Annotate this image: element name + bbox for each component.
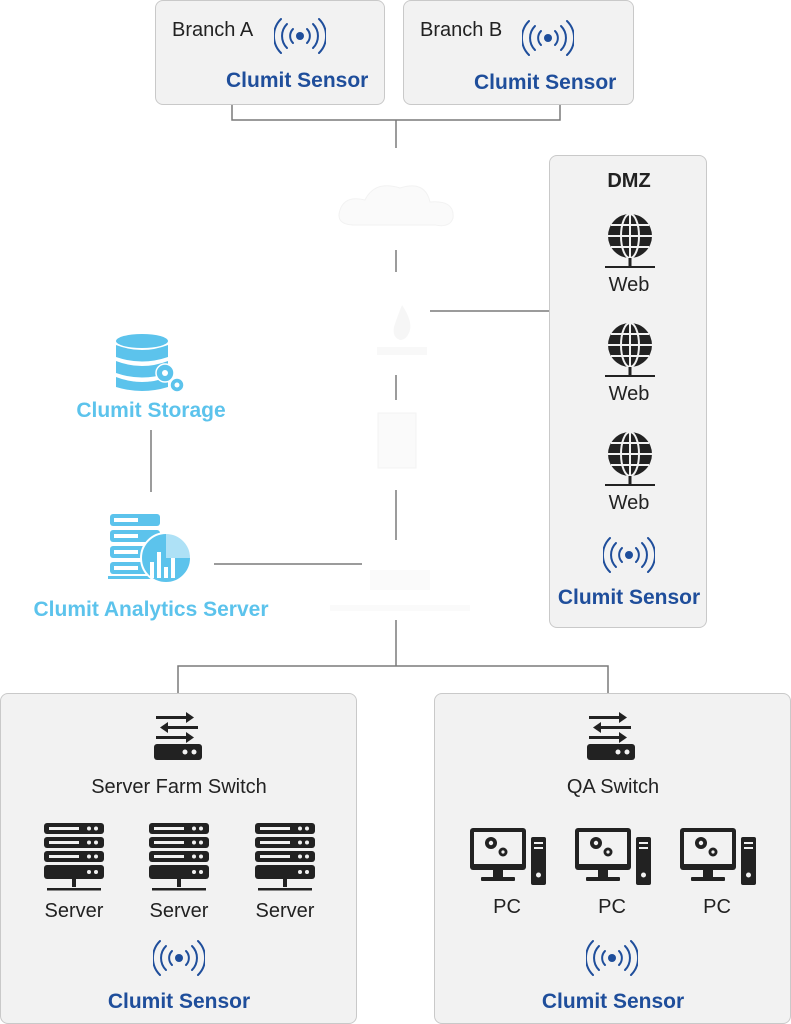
web-globe-icon <box>602 212 658 272</box>
analytics-server-icon <box>108 512 194 588</box>
server-farm-box: Server Farm Switch Server Server Server … <box>0 693 357 1024</box>
switch-icon <box>585 712 637 762</box>
qa-box: QA Switch PC PC P <box>434 693 791 1024</box>
branch-b-label: Branch B <box>420 19 503 41</box>
sensor-signal-icon <box>603 534 655 576</box>
core-switch-icon <box>330 550 470 620</box>
dmz-sensor-label: Clumit Sensor <box>557 586 701 609</box>
pc-label: PC <box>493 896 521 918</box>
server-icon <box>254 822 316 894</box>
pc-icon <box>574 827 652 887</box>
clumit-storage-label: Clumit Storage <box>76 399 226 422</box>
sensor-signal-icon <box>586 937 638 979</box>
branch-b-sensor-label: Clumit Sensor <box>474 71 617 94</box>
web-globe-icon <box>602 321 658 381</box>
firewall-icon <box>372 285 432 360</box>
storage-db-icon <box>115 333 187 395</box>
server-icon <box>43 822 105 894</box>
web-label: Web <box>608 383 650 405</box>
server-icon <box>148 822 210 894</box>
web-globe-icon <box>602 430 658 490</box>
branch-b-box: Branch B Clumit Sensor <box>403 0 634 105</box>
pc-icon <box>679 827 757 887</box>
branch-link <box>231 104 561 121</box>
pc-label: PC <box>598 896 626 918</box>
qa-sensor-label: Clumit Sensor <box>541 990 685 1013</box>
branch-a-sensor-label: Clumit Sensor <box>226 69 369 92</box>
server-label: Server <box>255 900 315 922</box>
router-icon <box>375 408 420 488</box>
server-label: Server <box>44 900 104 922</box>
sensor-signal-icon <box>274 15 326 57</box>
pc-icon <box>469 827 547 887</box>
web-label: Web <box>608 492 650 514</box>
server-label: Server <box>149 900 209 922</box>
lan-link <box>177 665 609 693</box>
dmz-title: DMZ <box>607 170 651 192</box>
server-farm-sensor-label: Clumit Sensor <box>107 990 251 1013</box>
pc-label: PC <box>703 896 731 918</box>
switch-icon <box>152 712 204 762</box>
branch-a-label: Branch A <box>172 19 254 41</box>
qa-switch-label: QA Switch <box>566 776 660 798</box>
clumit-analytics-label: Clumit Analytics Server <box>33 598 269 621</box>
web-label: Web <box>608 274 650 296</box>
branch-a-box: Branch A Clumit Sensor <box>155 0 385 105</box>
dmz-box: DMZ Web Web Web Clumit Sensor <box>549 155 707 628</box>
cloud-icon <box>335 180 460 230</box>
server-farm-switch-label: Server Farm Switch <box>91 776 267 798</box>
sensor-signal-icon <box>522 17 574 59</box>
sensor-signal-icon <box>153 937 205 979</box>
